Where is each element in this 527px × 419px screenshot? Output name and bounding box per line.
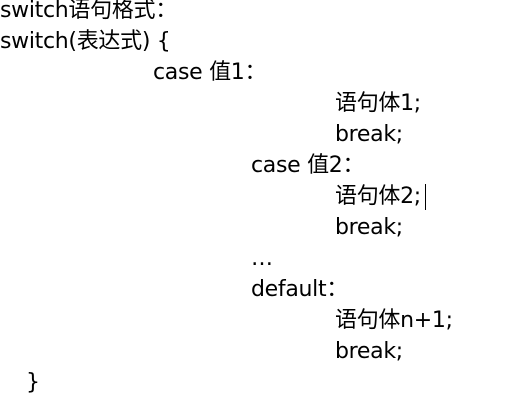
closing-brace-line: }: [26, 370, 40, 395]
text-cursor: [425, 184, 426, 210]
statement-body-1: 语句体1;: [335, 91, 421, 116]
break-line-3: break;: [335, 339, 403, 364]
break-line-1: break;: [335, 122, 403, 147]
default-label: default：: [251, 277, 349, 302]
case-1-label: case 值1：: [153, 60, 267, 85]
case-2-label: case 值2：: [251, 153, 365, 178]
break-line-2: break;: [335, 215, 403, 240]
ellipsis-line: …: [251, 246, 273, 271]
statement-body-2: 语句体2;: [335, 184, 421, 209]
switch-header-line: switch(表达式) {: [0, 29, 171, 54]
syntax-heading: switch语句格式：: [0, 0, 177, 23]
statement-body-n1: 语句体n+1;: [335, 308, 453, 333]
